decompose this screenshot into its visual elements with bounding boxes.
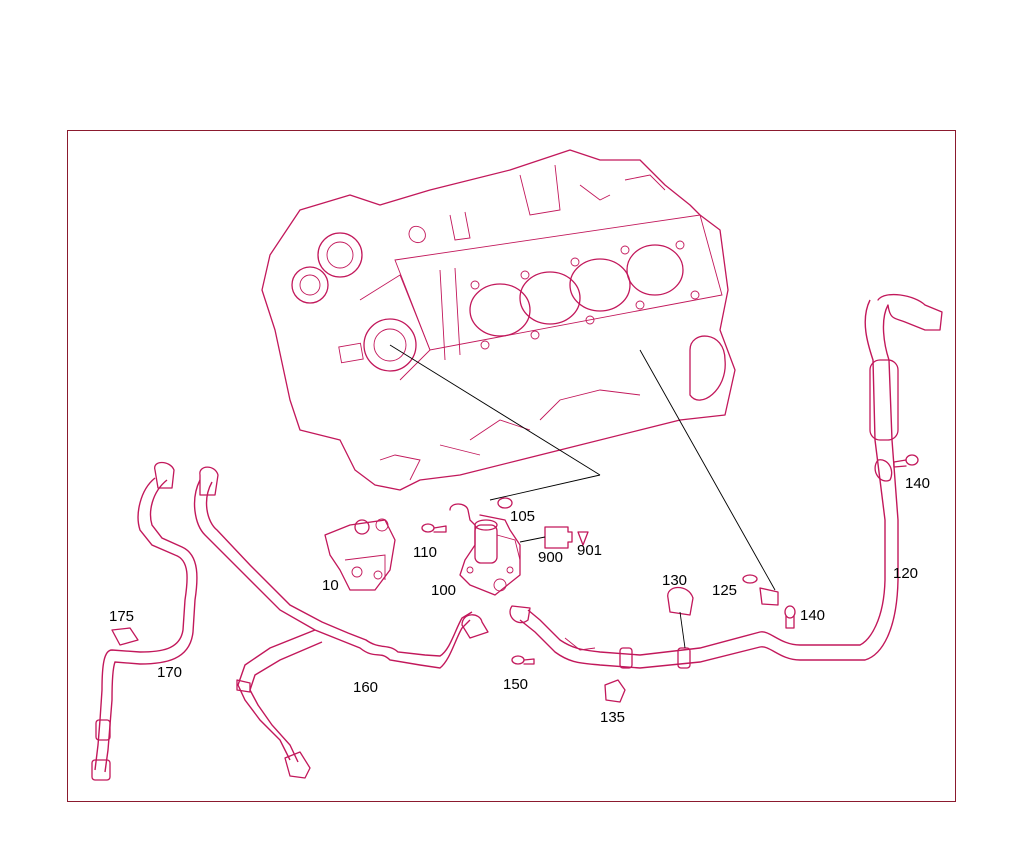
callout-175: 175 xyxy=(109,608,134,625)
part-175-clip xyxy=(111,627,139,646)
callout-100: 100 xyxy=(431,582,456,599)
callout-110: 110 xyxy=(413,544,437,561)
leader-block-3 xyxy=(639,349,776,591)
callout-140-lower: 140 xyxy=(800,607,825,624)
part-901-clip xyxy=(577,531,589,546)
callout-150: 150 xyxy=(503,676,528,693)
part-10-valve xyxy=(324,518,396,591)
part-140-bolt-upper xyxy=(893,454,919,468)
part-125-fitting xyxy=(759,587,779,606)
callout-120: 120 xyxy=(893,565,918,582)
leader-block-2 xyxy=(489,474,601,501)
part-140-bolt-lower xyxy=(784,605,796,629)
engine-block xyxy=(261,149,736,491)
part-125-oring xyxy=(742,574,758,584)
part-150-bolt xyxy=(511,655,535,665)
callout-135: 135 xyxy=(600,709,625,726)
part-170-hose xyxy=(91,461,198,781)
diagram-frame xyxy=(67,130,956,802)
callout-160: 160 xyxy=(353,679,378,696)
callout-10: 10 xyxy=(322,577,339,594)
part-105-oring xyxy=(497,497,513,509)
part-900-label xyxy=(519,526,573,549)
callout-140-upper: 140 xyxy=(905,475,930,492)
leader-block-1 xyxy=(389,344,601,476)
part-160-hose xyxy=(193,466,489,779)
callout-130: 130 xyxy=(662,572,687,589)
part-100-thermostat xyxy=(449,503,521,596)
callout-900: 900 xyxy=(538,549,563,566)
callout-170: 170 xyxy=(157,664,182,681)
part-110-bolt xyxy=(421,523,447,533)
callout-105: 105 xyxy=(510,508,535,525)
part-130-clamp xyxy=(667,586,694,649)
callout-901: 901 xyxy=(577,542,602,559)
part-120-pipe xyxy=(509,293,943,669)
part-135-clip xyxy=(604,679,626,703)
callout-125: 125 xyxy=(712,582,737,599)
